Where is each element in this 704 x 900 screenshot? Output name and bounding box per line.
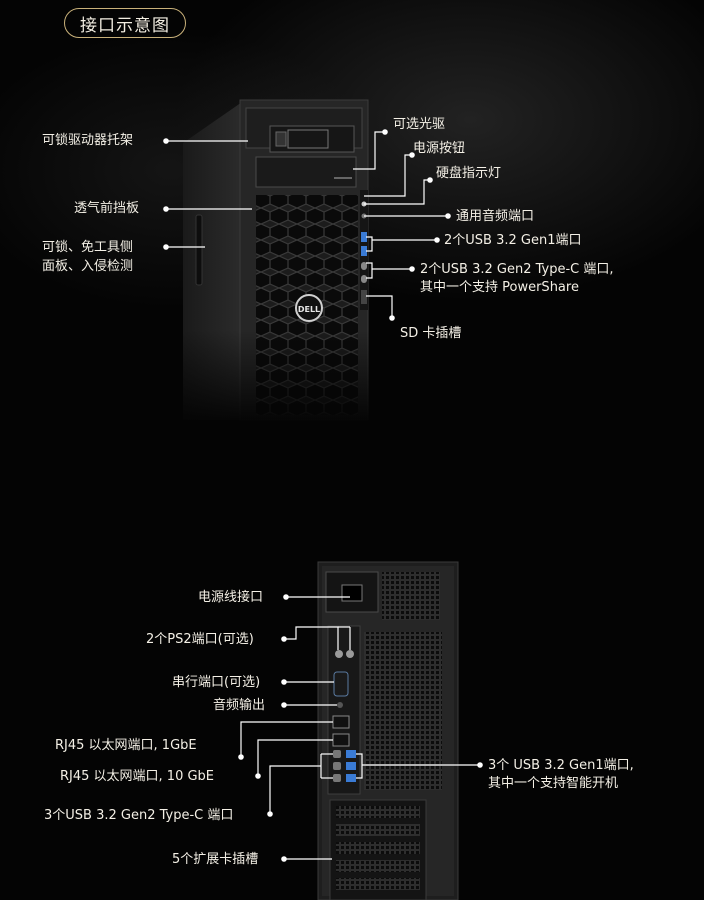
section-title: 接口示意图: [64, 8, 186, 38]
label-universal-audio-jack: 通用音频端口: [456, 209, 535, 224]
label-ps2-ports: 2个PS2端口(可选): [146, 632, 254, 647]
label-front-usb-gen1: 2个USB 3.2 Gen1端口: [444, 233, 582, 248]
label-optional-optical-drive: 可选光驱: [393, 117, 446, 132]
label-sd-card-slot: SD 卡插槽: [400, 326, 462, 341]
label-front-usb-typec-line1: 2个USB 3.2 Gen2 Type-C 端口,: [420, 262, 614, 277]
label-hdd-indicator: 硬盘指示灯: [436, 166, 502, 181]
label-rear-usb-typec: 3个USB 3.2 Gen2 Type-C 端口: [44, 808, 234, 823]
label-audio-out: 音频输出: [213, 698, 266, 713]
label-rear-usb-gen1-line1: 3个 USB 3.2 Gen1端口,: [488, 758, 634, 773]
label-side-panel-line1: 可锁、免工具侧: [42, 240, 134, 255]
dell-logo: DELL: [298, 305, 320, 314]
label-lockable-drive-bay: 可锁驱动器托架: [42, 133, 134, 148]
front-leader-lines: [163, 129, 451, 321]
label-rear-usb-gen1-line2: 其中一个支持智能开机: [488, 776, 619, 791]
label-front-usb-typec-line2: 其中一个支持 PowerShare: [420, 280, 579, 295]
label-expansion-slots: 5个扩展卡插槽: [172, 852, 259, 867]
label-serial-port: 串行端口(可选): [172, 675, 261, 690]
label-power-connector: 电源线接口: [198, 590, 264, 605]
label-rj45-1gbe: RJ45 以太网端口, 1GbE: [55, 738, 197, 753]
label-power-button: 电源按钮: [413, 141, 466, 156]
label-side-panel-line2: 面板、入侵检测: [42, 259, 134, 274]
label-vented-front-bezel: 透气前挡板: [74, 201, 140, 216]
front-tower-image: [180, 99, 380, 425]
label-rj45-10gbe: RJ45 以太网端口, 10 GbE: [60, 769, 215, 784]
rear-tower-image: [317, 561, 459, 900]
rear-leader-lines: [238, 594, 483, 862]
